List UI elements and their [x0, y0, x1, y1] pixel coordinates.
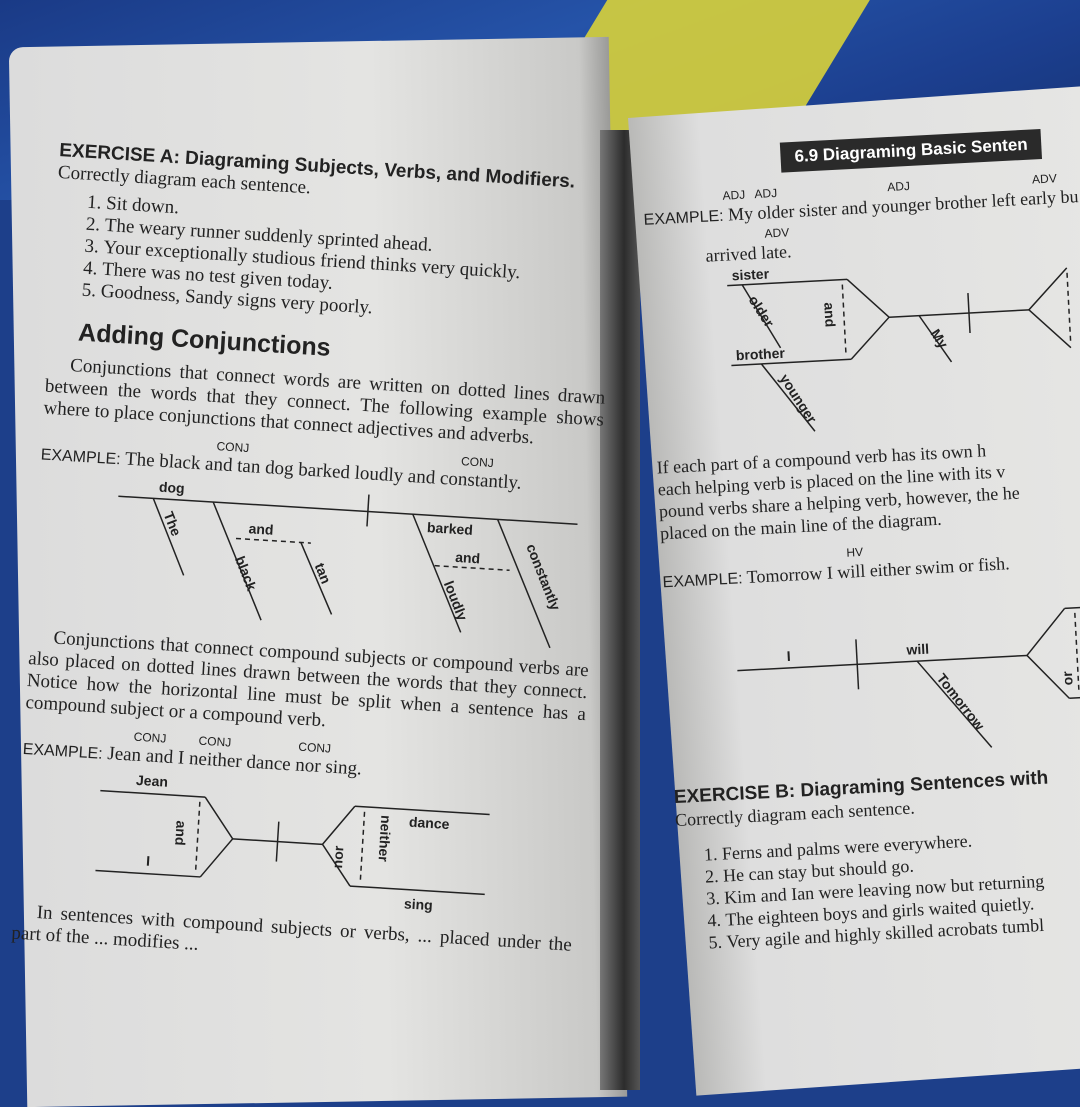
conj-tag: CONJ [216, 439, 250, 456]
conj-tag: CONJ [297, 739, 332, 756]
example-label: EXAMPLE: [40, 446, 122, 469]
diagram-word: constantly [523, 541, 564, 612]
example-1: CONJ CONJ EXAMPLE: The black and tan dog… [30, 427, 601, 660]
example-label: EXAMPLE: [22, 740, 104, 763]
diagram-word: sister [731, 265, 770, 283]
diagram-word: or [1059, 670, 1076, 685]
conj-tag: CONJ [198, 733, 232, 750]
book-gutter [600, 130, 640, 1090]
diagram-word: brother [735, 345, 785, 364]
diagram-word: dog [159, 479, 186, 497]
diagram-word: tan [312, 561, 335, 586]
diagram-word: neither [376, 815, 395, 863]
diagram-word: Tomorrow [934, 670, 988, 733]
sentence-diagram: dog barked and and The black tan loudly … [118, 479, 578, 649]
diagram-word: I [786, 648, 791, 664]
diagram-word: loudly [441, 578, 471, 622]
adv-tag: ADV [1031, 171, 1058, 187]
example-1: ADJ ADJ ADJ ADV EXAMPLE: My older sister… [642, 168, 1080, 445]
exercise-b: EXERCISE B: Diagraming Sentences with Co… [673, 763, 1080, 955]
conj-tag: CONJ [460, 454, 495, 471]
diagram-word: and [821, 302, 838, 328]
diagram-word: and [248, 520, 274, 537]
diagram-word: The [161, 509, 185, 538]
paragraph: If each part of a compound verb has its … [656, 433, 1080, 545]
diagram-word: nor [329, 845, 346, 869]
left-page-content: EXERCISE A: Diagraming Subjects, Verbs, … [11, 140, 619, 979]
diagram-word: younger [777, 371, 821, 426]
sentence-diagram: Jean I dance sing and neither nor [95, 772, 490, 913]
sentence-diagram: I will Tomorrow either or [737, 604, 1080, 748]
exercise-a: EXERCISE A: Diagraming Subjects, Verbs, … [50, 140, 619, 334]
diagram-word: My [927, 326, 951, 351]
example-label: EXAMPLE: [662, 570, 744, 592]
diagram-word: barked [427, 519, 474, 538]
diagram-word: black [232, 554, 260, 593]
diagram-word: and [455, 549, 481, 566]
diagram-word: dance [409, 814, 451, 832]
example-2: HV EXAMPLE: Tomorrow I will either swim … [661, 530, 1080, 769]
adv-tag: ADV [764, 225, 790, 241]
diagram-word: I [146, 853, 151, 869]
diagram-word: Jean [136, 772, 169, 790]
adj-tag: ADJ [722, 187, 746, 203]
diagram-word: and [172, 820, 189, 846]
sentence-diagram: sister brother older younger My and but … [727, 265, 1072, 432]
adj-tag: ADJ [754, 185, 778, 202]
example-2: CONJ CONJ CONJ EXAMPLE: Jean and I neith… [13, 722, 583, 935]
hv-tag: HV [845, 544, 864, 560]
right-page-content: 6.9 Diagraming Basic Senten ADJ ADJ ADJ … [640, 126, 1080, 955]
adj-tag: ADJ [886, 178, 911, 195]
conj-tag: CONJ [133, 729, 167, 746]
diagram-word: sing [404, 895, 434, 913]
diagram-word: older [745, 292, 777, 330]
diagram-word: will [905, 641, 929, 658]
example-label: EXAMPLE: [643, 207, 725, 229]
